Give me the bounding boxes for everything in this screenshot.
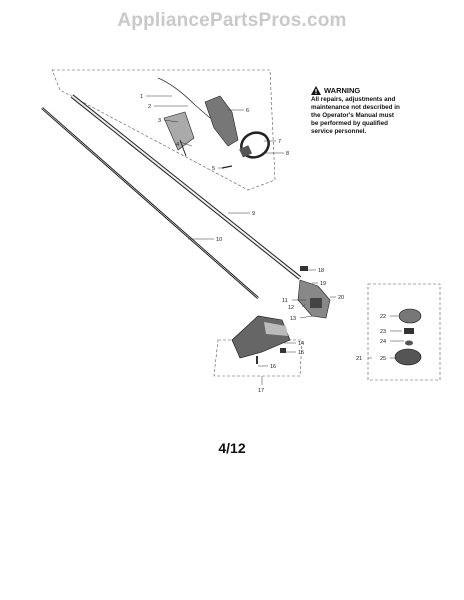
- callout-21: 21: [356, 356, 362, 362]
- shaft-clip: [300, 266, 308, 271]
- callout-5: 5: [212, 166, 215, 172]
- page-number: 4/12: [218, 440, 246, 456]
- callout-11: 11: [282, 298, 288, 304]
- warning-box: WARNING All repairs, adjustments and mai…: [311, 86, 401, 136]
- handle-clamp: [239, 145, 253, 158]
- gearbox-collar: [310, 298, 322, 308]
- screw-4: [179, 139, 187, 157]
- callout-22: 22: [380, 314, 386, 320]
- callout-25: 25: [380, 356, 386, 362]
- callout-24: 24: [380, 339, 386, 345]
- callout-17: 17: [258, 388, 264, 394]
- throttle-cable: [157, 77, 211, 119]
- callout-4: 4: [176, 142, 179, 148]
- callout-18: 18: [318, 268, 324, 274]
- shaft-tube-inner: [71, 95, 301, 279]
- watermark: AppliancePartsPros.com: [117, 10, 347, 31]
- spool-washer: [405, 340, 413, 346]
- callout-3: 3: [158, 118, 161, 124]
- screw-5: [221, 165, 233, 169]
- callout-6: 6: [246, 108, 249, 114]
- callout-14: 14: [298, 341, 304, 347]
- spool-cap: [398, 308, 422, 324]
- warning-text: All repairs, adjustments and maintenance…: [311, 96, 400, 135]
- spool-spring: [404, 328, 414, 334]
- throttle-housing: [204, 95, 239, 147]
- warning-triangle-icon: [311, 86, 321, 95]
- callout-7: 7: [278, 139, 281, 145]
- guard-highlight: [264, 322, 288, 336]
- assist-handle: [240, 131, 270, 159]
- callout-19: 19: [320, 281, 326, 287]
- callout-10: 10: [216, 237, 222, 243]
- head-assembly-outline: [367, 283, 441, 381]
- callout-1: 1: [140, 94, 143, 100]
- drive-cable-highlight: [41, 107, 259, 299]
- callout-9: 9: [252, 211, 255, 217]
- spool-housing: [394, 348, 422, 366]
- callout-23: 23: [380, 329, 386, 335]
- callout-2: 2: [148, 104, 151, 110]
- callout-15: 15: [298, 350, 304, 356]
- guard-screw: [256, 356, 258, 364]
- leader-lines: [146, 95, 404, 385]
- callout-13: 13: [290, 316, 296, 322]
- warning-header: WARNING: [311, 86, 401, 95]
- callout-20: 20: [338, 295, 344, 301]
- callout-12: 12: [288, 305, 294, 311]
- callout-16: 16: [270, 364, 276, 370]
- callout-8: 8: [286, 151, 289, 157]
- upper-assembly-outline: [51, 69, 276, 191]
- handle-half: [163, 111, 195, 151]
- warning-title: WARNING: [324, 85, 361, 95]
- guard-nut: [280, 348, 286, 353]
